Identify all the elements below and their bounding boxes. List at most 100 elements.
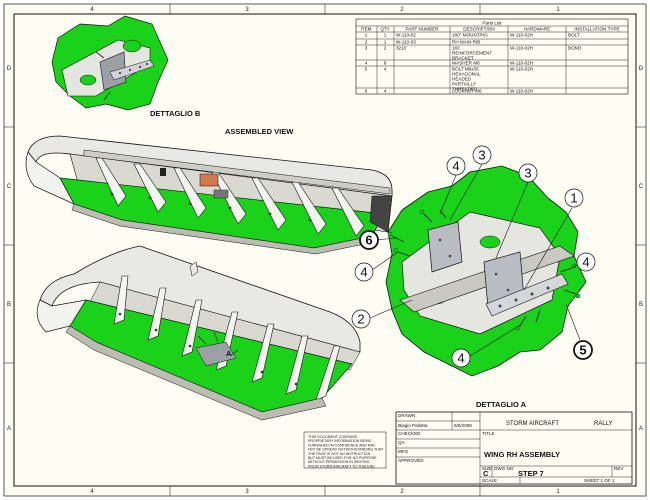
callout-3: 3 [518, 163, 538, 183]
parts-list-cell: BOND [568, 46, 582, 51]
zone-left-d: D [7, 66, 12, 72]
note-line: BUT MUST BE USED FOR NO PURPOSE [308, 456, 377, 460]
note-line: THE PAGE IS NOT AN INSTRUCTION [308, 452, 371, 456]
callout-number: 3 [524, 166, 531, 181]
callout-3: 3 [472, 145, 492, 165]
note-line: PROPRIETARY INFORMATION BEING [308, 439, 372, 443]
parts-list-cell: W-110-02H [510, 33, 533, 38]
size-label: SIZE [482, 466, 492, 471]
title-label: TITLE [482, 431, 495, 436]
rev-label: REV [614, 466, 624, 471]
header-hardware: HARDWARE [524, 27, 551, 32]
parts-list-cell: 8 [384, 61, 387, 66]
callout-number: 4 [457, 351, 464, 366]
parts-list-cell: 2 [365, 40, 368, 45]
approved-label: APPROVED [398, 458, 424, 463]
parts-list-cell: W-110-02H [510, 89, 533, 94]
parts-list-cell: 2 [384, 46, 387, 51]
zone-top-4: 1 [556, 7, 560, 13]
zone-left-b: B [7, 302, 11, 308]
dwg-no-label: DWG NO [494, 466, 514, 471]
parts-list-cell: W-110-02H [510, 61, 533, 66]
mfg-label: MFG [398, 449, 409, 454]
parts-list-cell: 6 [365, 89, 368, 94]
title-block: DRAWN Biagio Pallotta 8/6/2006 STORM AIR… [395, 411, 633, 485]
callout-5: 5 [573, 340, 593, 360]
zone-left-a: A [7, 426, 11, 432]
zone-right-a: A [639, 426, 643, 432]
callout-bubbles: 4 3 3 1 6 4 4 2 4 5 [351, 145, 596, 368]
callout-number: 4 [582, 255, 589, 270]
drawing-title: WING RH ASSEMBLY [484, 450, 560, 459]
zone-ticks [4, 4, 646, 496]
parts-list-row: 6 4 LOCKNUT M6 W-110-02H [365, 89, 533, 94]
zone-bottom-1: 4 [90, 489, 94, 495]
dwg-number: STEP 7 [518, 469, 544, 478]
detail-a-marker: A [226, 349, 232, 358]
zone-left-c: C [7, 184, 12, 190]
parts-list-cell: W-110-02H [510, 46, 533, 51]
parts-list-cell: 4 [384, 67, 387, 72]
parts-list-cell: 180° MOUNT/HG [452, 33, 488, 38]
callout-number: 1 [570, 191, 577, 206]
zone-top-2: 3 [245, 7, 249, 13]
zone-bottom-3: 2 [400, 489, 404, 495]
zone-right-d: D [639, 66, 644, 72]
parts-list-header-row: ITEM QTY PART NUMBER DESCRIPTION HARDWAR… [361, 27, 620, 32]
callout-leaders [369, 163, 583, 357]
parts-list-cell: 4 [384, 89, 387, 94]
header-item: ITEM [361, 27, 372, 32]
callout-number: 4 [452, 159, 459, 174]
parts-list-table: Parts List ITEM QTY PART NUMBER DESCRIPT… [355, 18, 629, 95]
zone-top-3: 2 [400, 7, 404, 13]
zone-top-1: 4 [90, 7, 94, 13]
parts-list-cell: LOCKNUT M6 [452, 89, 482, 94]
scale-label: SCALE [482, 478, 497, 483]
header-qty: QTY [380, 27, 389, 32]
zone-bottom-2: 3 [245, 489, 249, 495]
parts-list-cell: 5 [365, 67, 368, 72]
callout-number: 2 [357, 312, 364, 327]
callout-number: 3 [478, 148, 485, 163]
detail-a-view: DETTAGLIO A [385, 165, 587, 409]
parts-list-cell: WASHER M6 [452, 61, 480, 66]
callout-4: 4 [446, 156, 466, 176]
model-name: RALLY [594, 421, 613, 427]
parts-list-title: Parts List [482, 21, 502, 26]
parts-list-cell: 3 [365, 46, 368, 51]
callout-4: 4 [451, 348, 471, 368]
lower-wing-view: A [36, 245, 361, 421]
zone-bottom-4: 1 [556, 489, 560, 495]
company-name: STORM AIRCRAFT [506, 421, 559, 427]
callout-number: 5 [579, 343, 586, 358]
zone-labels: 4 3 2 1 4 3 2 1 D C B A D C B A [7, 7, 644, 495]
parts-list-cell: 1 [384, 33, 387, 38]
callout-4: 4 [576, 252, 596, 272]
header-description: DESCRIPTION [463, 27, 494, 32]
parts-list-cell: 1 [384, 40, 387, 45]
drawn-date: 8/6/2006 [454, 423, 472, 428]
note-line: FURNISHED IN CONFIDENCE AND MAY [308, 443, 376, 447]
parts-list-cell: 1 [365, 33, 368, 38]
parts-list-cell: W-110-02H [510, 67, 533, 72]
assembled-wing-view: ASSEMBLED VIEW [25, 127, 393, 255]
sheet-count: SHEET 1 OF 1 [584, 478, 615, 483]
parts-list-cell: 3210 [396, 46, 407, 51]
checked-label: CHECKED [398, 431, 421, 436]
zone-right-c: C [639, 184, 644, 190]
callout-4: 4 [354, 262, 374, 282]
zone-right-b: B [639, 302, 643, 308]
parts-list-cell: 4 [365, 61, 368, 66]
parts-list-cell: W-110-02 [396, 33, 416, 38]
note-line: FROM STORM AIRCRAFT TO THIS END [308, 464, 375, 468]
callout-6: 6 [359, 230, 379, 250]
note-line: NOT BE SPREAD NOTWITHSTANDING THAT [308, 448, 384, 452]
detail-a-label: DETTAGLIO A [476, 400, 527, 409]
drawn-label: DRAWN [398, 413, 415, 418]
